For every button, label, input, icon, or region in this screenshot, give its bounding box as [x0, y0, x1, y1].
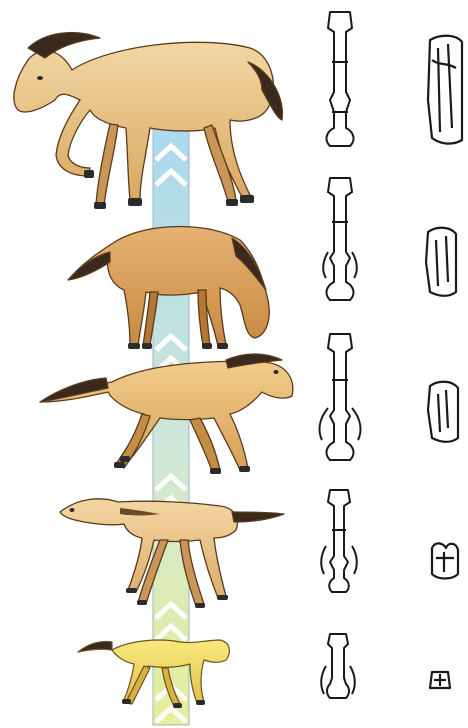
molar-tooth-stage-3: [428, 382, 458, 442]
molar-tooth-stage-1: [428, 36, 462, 144]
molar-tooth-stage-5: [430, 672, 450, 688]
foot-bone-stage-4: [321, 490, 357, 592]
foot-bone-stage-5: [321, 634, 355, 698]
foot-bones-column: [320, 12, 361, 698]
foot-bone-stage-3: [320, 334, 361, 460]
foot-bone-stage-1: [327, 12, 354, 146]
horse-stage-1: [14, 33, 282, 209]
foot-bone-stage-2: [323, 178, 357, 300]
teeth-column: [426, 36, 462, 688]
molar-tooth-stage-4: [432, 543, 458, 578]
molar-tooth-stage-2: [426, 228, 456, 296]
